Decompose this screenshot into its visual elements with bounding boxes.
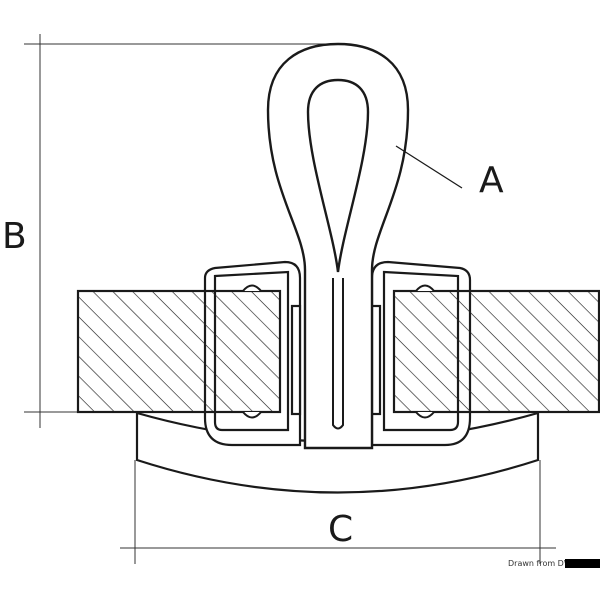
right-panel-top-notch	[415, 284, 435, 292]
dimension-b	[24, 34, 335, 428]
right-panel	[392, 284, 600, 419]
label-b: B	[2, 216, 27, 257]
loop-inner	[306, 78, 370, 273]
dimension-c	[120, 460, 556, 564]
label-a: A	[479, 160, 504, 201]
label-a-leader	[395, 145, 463, 189]
credit-text: Drawn from DWH O	[508, 559, 587, 568]
left-panel-top-notch	[242, 284, 262, 292]
shank-slot	[332, 278, 344, 430]
label-c: C	[328, 509, 353, 550]
left-clip-slot	[290, 304, 302, 416]
loop-shank	[266, 42, 410, 450]
credit-block	[565, 559, 600, 568]
left-panel	[76, 284, 282, 419]
left-panel-bottom-notch	[242, 411, 262, 419]
right-panel-bottom-notch	[415, 411, 435, 419]
